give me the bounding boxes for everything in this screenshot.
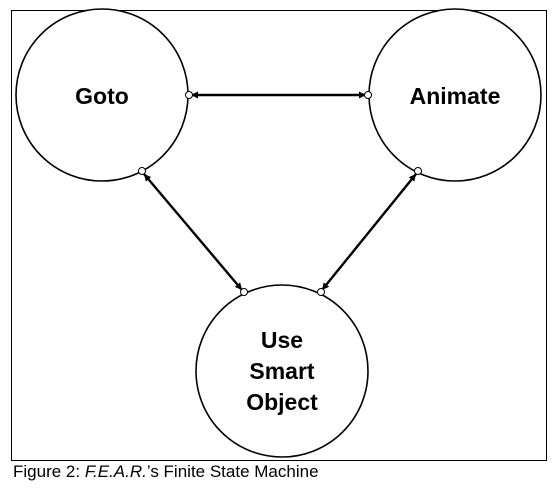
connector-ring [185, 91, 193, 99]
connector-ring [138, 167, 146, 175]
state-use-smart-object [195, 284, 369, 458]
state-label-use-smart-object-line-2: Smart [249, 358, 315, 384]
connector-ring [240, 288, 248, 296]
caption-emphasis: F.E.A.R. [84, 462, 147, 481]
state-label-use-smart-object-line-1: Use [261, 327, 303, 353]
caption-prefix: Figure 2: [13, 462, 85, 481]
connector-ring [364, 91, 372, 99]
state-label-use-smart-object-line-3: Object [246, 389, 318, 415]
state-label-goto: Goto [75, 83, 129, 109]
connector-ring [414, 167, 422, 175]
transition-goto-use-smart-object [143, 173, 243, 291]
connector-ring [317, 288, 325, 296]
figure-caption: Figure 2: F.E.A.R.’s Finite State Machin… [13, 462, 319, 482]
caption-suffix: ’s Finite State Machine [146, 462, 319, 481]
transition-animate-use-smart-object [321, 173, 417, 291]
state-label-animate: Animate [410, 83, 501, 109]
figure-frame [11, 10, 547, 461]
